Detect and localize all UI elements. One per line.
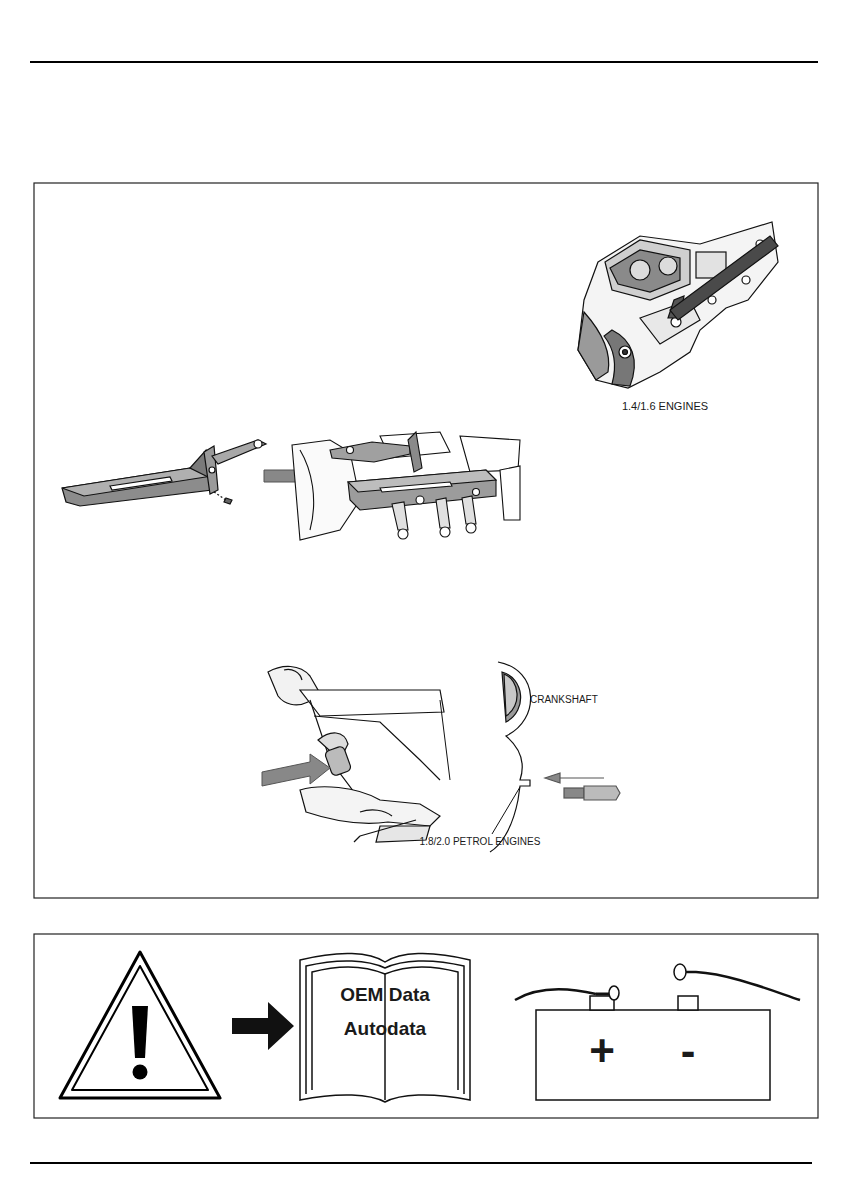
pin-insertion-illustration — [262, 666, 450, 842]
engine-tool-fitted-illustration — [292, 432, 520, 540]
timing-tool-illustration — [224, 498, 232, 504]
crankshaft-section-illustration — [504, 674, 517, 716]
engine-block-illustration — [604, 330, 634, 386]
engine-tool-fitted-illustration — [392, 502, 408, 530]
battery-symbol — [609, 986, 619, 1000]
warning-symbol — [132, 1006, 148, 1058]
crankshaft-section-illustration — [584, 786, 620, 800]
panel-frame — [34, 183, 818, 1118]
timing-tool-illustration — [62, 468, 212, 506]
engine-tool-fitted-illustration — [408, 432, 422, 472]
battery-symbol — [674, 964, 686, 980]
engine-block-illustration — [670, 236, 778, 320]
crankshaft-section-illustration — [490, 662, 620, 852]
battery-symbol — [536, 1010, 770, 1100]
engine-variant-label: 1.4/1.6 ENGINES — [585, 400, 745, 413]
pin-insertion-illustration — [300, 787, 440, 826]
terminal-sign: - — [666, 1026, 710, 1077]
warning-symbol — [133, 1065, 148, 1080]
timing-tool-illustration — [254, 440, 262, 448]
leader-line — [492, 787, 520, 834]
engine-tool-fitted-illustration — [436, 498, 450, 528]
leader-line — [492, 787, 520, 834]
engine-block-illustration — [578, 222, 778, 388]
pin-insertion-illustration — [284, 669, 302, 680]
direction-arrow — [232, 1002, 294, 1050]
crankshaft-section-illustration — [490, 662, 531, 852]
pin-insertion-illustration — [360, 820, 416, 836]
engine-tool-fitted-illustration — [380, 482, 452, 492]
label-holder: - — [666, 1026, 710, 1077]
pin-insertion-illustration — [360, 810, 392, 816]
timing-tool-illustration — [62, 440, 266, 506]
crankshaft-section-illustration — [564, 788, 584, 798]
engine-tool-fitted-illustration — [440, 527, 450, 537]
page-rule — [30, 62, 818, 1163]
engine-tool-fitted-illustration — [500, 466, 520, 520]
engine-block-illustration — [630, 260, 650, 280]
timing-tool-illustration — [209, 467, 215, 473]
label-holder: + — [580, 1026, 624, 1077]
warning-symbol — [60, 952, 220, 1098]
engine-block-illustration — [742, 276, 750, 284]
warning-symbol — [60, 952, 220, 1098]
pin-insertion-illustration — [324, 745, 352, 776]
engine-tool-fitted-illustration — [462, 496, 476, 524]
timing-tool-illustration — [110, 477, 172, 490]
book-title: OEM Data — [312, 984, 458, 1006]
manual-book-symbol — [300, 953, 470, 1102]
pin-insertion-illustration — [314, 716, 440, 780]
engine-block-illustration — [605, 240, 690, 300]
timing-tool-illustration — [204, 446, 218, 494]
engine-block-illustration — [659, 257, 677, 275]
engine-tool-fitted-illustration — [347, 447, 354, 454]
engine-tool-fitted-illustration — [300, 450, 314, 530]
panel-frame — [34, 183, 818, 898]
engine-block-illustration — [619, 346, 631, 358]
page-rule — [30, 61, 818, 63]
terminal-sign: + — [580, 1026, 624, 1077]
engine-tool-fitted-illustration — [416, 496, 424, 504]
timing-tool-illustration — [214, 492, 226, 500]
crankshaft-section-illustration — [560, 777, 604, 778]
engine-tool-fitted-illustration — [330, 442, 410, 462]
direction-arrow — [232, 1002, 294, 1050]
engine-tool-fitted-illustration — [398, 529, 408, 539]
book-title: Autodata — [312, 1018, 458, 1040]
pin-insertion-illustration — [354, 836, 360, 842]
battery-symbol — [678, 996, 698, 1010]
label-holder: CRANKSHAFT — [530, 694, 620, 706]
engine-tool-fitted-illustration — [348, 470, 496, 510]
engine-block-illustration — [578, 312, 609, 380]
engine-tool-fitted-illustration — [473, 489, 480, 496]
battery-symbol — [515, 964, 800, 1100]
label-holder: Autodata — [312, 1018, 458, 1040]
timing-tool-illustration — [212, 440, 266, 464]
timing-tool-illustration — [62, 468, 212, 496]
label-holder: 1.8/2.0 PETROL ENGINES — [405, 836, 555, 848]
engine-block-illustration — [578, 222, 778, 388]
label-holder: OEM Data — [312, 984, 458, 1006]
battery-symbol — [515, 989, 596, 1000]
pin-insertion-illustration — [300, 690, 444, 716]
crankshaft-section-illustration — [545, 773, 560, 783]
crankshaft-section-illustration — [502, 672, 521, 722]
engine-variant-label: 1.8/2.0 PETROL ENGINES — [405, 836, 555, 848]
warning-symbol — [72, 966, 208, 1090]
pin-insertion-illustration — [440, 700, 450, 780]
battery-symbol — [686, 972, 800, 1000]
engine-block-illustration — [610, 250, 680, 292]
engine-tool-fitted-illustration — [460, 436, 520, 472]
engine-block-illustration — [623, 350, 628, 355]
panel-frame — [34, 934, 818, 1118]
manual-book-symbol — [300, 953, 470, 1102]
part-label: CRANKSHAFT — [530, 694, 620, 706]
pin-insertion-illustration — [262, 754, 330, 786]
page-rule — [30, 1162, 812, 1164]
engine-tool-fitted-illustration — [466, 523, 476, 533]
label-holder: 1.4/1.6 ENGINES — [585, 400, 745, 413]
